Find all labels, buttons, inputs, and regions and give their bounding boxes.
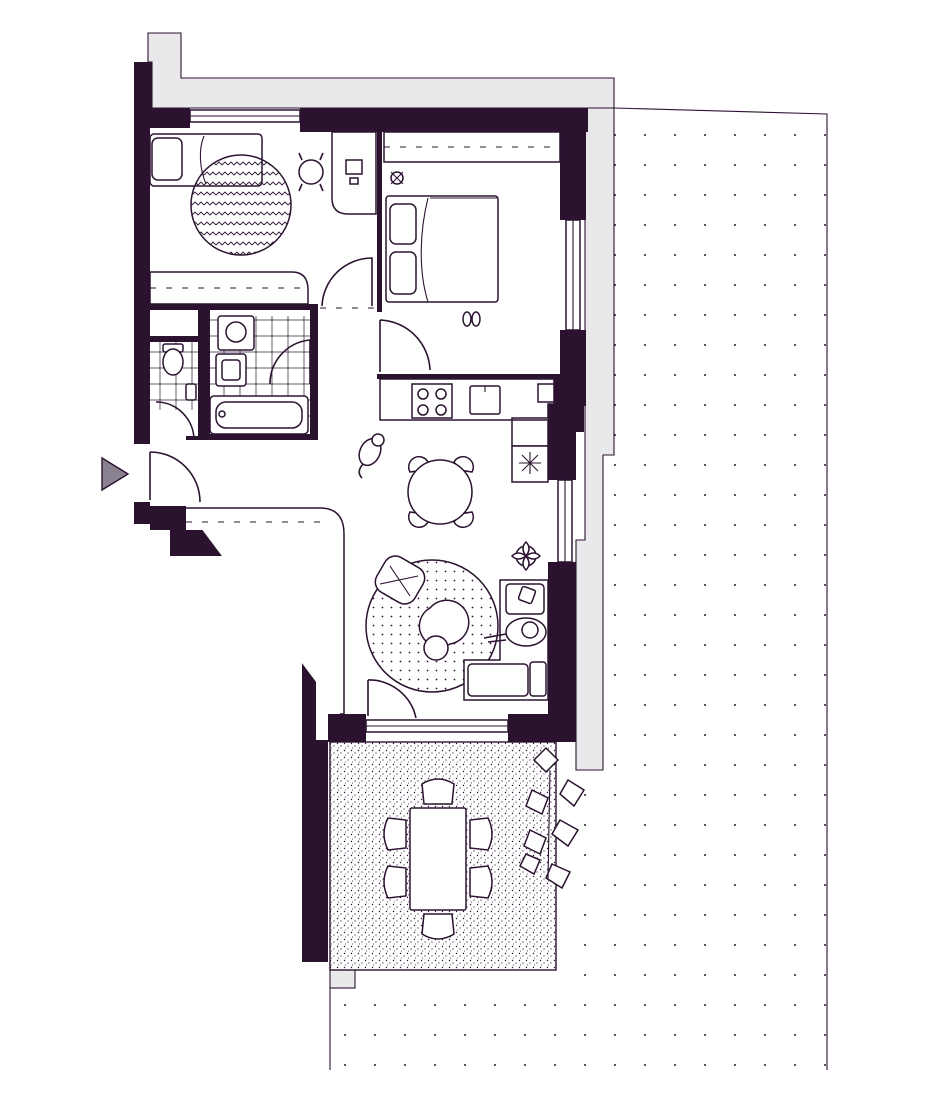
hob	[411, 383, 453, 419]
compass-star-icon	[519, 452, 541, 474]
terrace-dining-set	[383, 778, 493, 940]
plant-icon	[510, 540, 542, 572]
person	[483, 617, 547, 647]
hallway	[186, 433, 385, 715]
terrace-plants	[519, 746, 586, 890]
dining-table	[407, 456, 475, 528]
kitchen	[379, 378, 555, 483]
desk-chair	[298, 152, 324, 192]
partitions	[150, 130, 560, 440]
zigzag-rug	[190, 154, 292, 256]
entrance-arrow-icon	[101, 456, 130, 492]
cat-icon	[358, 433, 385, 479]
doors	[149, 257, 431, 719]
garden-area	[329, 107, 828, 1070]
bedroom-right	[383, 131, 561, 327]
lamp	[390, 171, 404, 185]
bathroom-fixtures	[162, 315, 309, 435]
slippers-icon	[462, 311, 481, 327]
pouf	[374, 555, 426, 605]
living-room	[365, 540, 549, 701]
bedroom-left	[149, 131, 377, 305]
sink	[469, 385, 501, 415]
toilet	[162, 343, 184, 376]
